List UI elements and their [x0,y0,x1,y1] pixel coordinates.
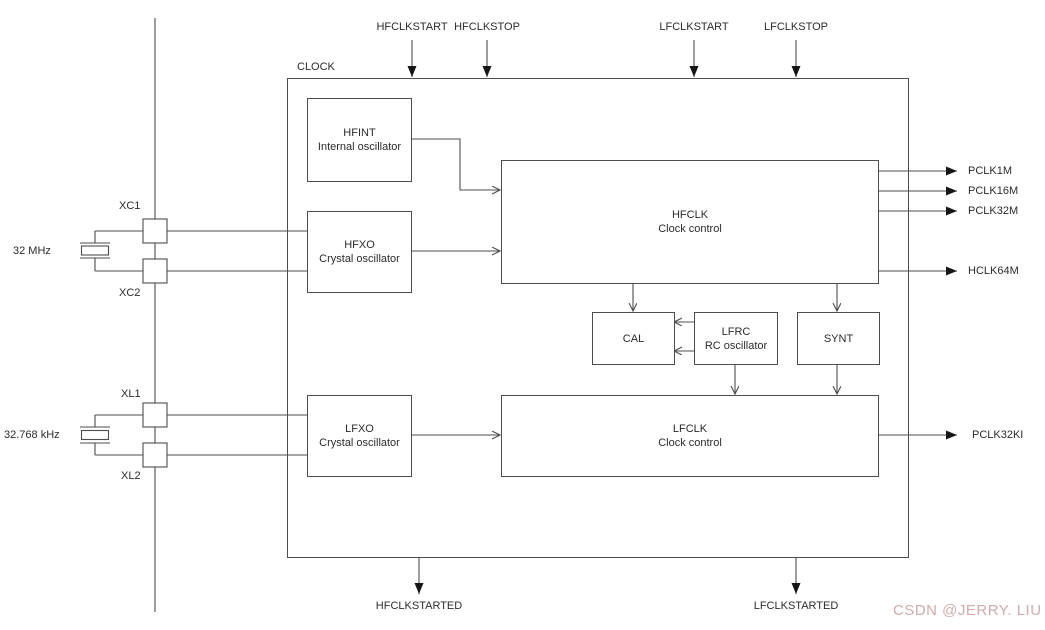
crystal-32mhz-symbol [80,242,110,259]
crystal-32768khz-symbol [80,426,110,444]
pin-xl1-square [142,402,168,428]
lfxo-desc: Crystal oscillator [319,437,400,449]
pin-xc1-square [142,218,168,244]
xl-to-lfxo-wires [167,414,307,456]
lfrc-desc: RC oscillator [704,339,768,352]
hfxo-desc: Crystal oscillator [319,253,400,265]
hf-crystal-wires [94,230,143,272]
lfclk-block: LFCLK Clock control [501,395,879,477]
hfxo-block: HFXO Crystal oscillator [307,211,412,293]
pclk16m-label: PCLK16M [968,185,1019,197]
hfint-to-hfclk-wire [410,138,500,190]
crystal-32768khz-label: 32.768 kHz [4,429,60,441]
lfclkstart-label: LFCLKSTART [659,21,729,33]
hfxo-name: HFXO [344,239,375,251]
hclk64m-label: HCLK64M [968,265,1019,277]
pclk1m-label: PCLK1M [968,165,1013,177]
xc-to-hfxo-wires [167,230,307,272]
clock-peripheral-box [287,78,909,558]
lfrc-name: LFRC [721,325,751,338]
cal-block: CAL [592,312,675,365]
hfint-desc: Internal oscillator [317,141,402,153]
pin-xl2-label: XL2 [121,470,141,482]
crystal-32mhz-label: 32 MHz [13,245,51,257]
clock-peripheral-label: CLOCK [297,61,335,73]
lfclk-name: LFCLK [672,423,708,435]
lf-crystal-wires [94,414,143,456]
synt-name: SYNT [823,332,854,345]
hfclkstop-label: HFCLKSTOP [454,21,520,33]
pin-xc2-label: XC2 [119,287,141,299]
lfclk-desc: Clock control [658,437,722,449]
lfclkstarted-label: LFCLKSTARTED [753,600,839,612]
hfint-block: HFINT Internal oscillator [307,98,412,182]
hfclk-desc: Clock control [658,223,722,235]
csdn-watermark: CSDN @JERRY. LIU [893,602,1042,619]
pin-xc1-label: XC1 [119,200,141,212]
pin-xl2-square [142,442,168,468]
lfxo-block: LFXO Crystal oscillator [307,395,412,477]
lfrc-block: LFRC RC oscillator [694,312,778,365]
lfclkstop-label: LFCLKSTOP [764,21,828,33]
hfclk-name: HFCLK [671,209,709,221]
cal-name: CAL [622,332,645,345]
hfint-name: HFINT [343,127,376,139]
lfxo-name: LFXO [345,423,374,435]
pclk32ki-label: PCLK32KI [972,429,1024,441]
hfclkstart-label: HFCLKSTART [376,21,448,33]
hfclk-block: HFCLK Clock control [501,160,879,284]
pin-xl1-label: XL1 [121,388,141,400]
pclk32m-label: PCLK32M [968,205,1019,217]
hfclkstarted-label: HFCLKSTARTED [375,600,463,612]
pin-xc2-square [142,258,168,284]
synt-block: SYNT [797,312,880,365]
